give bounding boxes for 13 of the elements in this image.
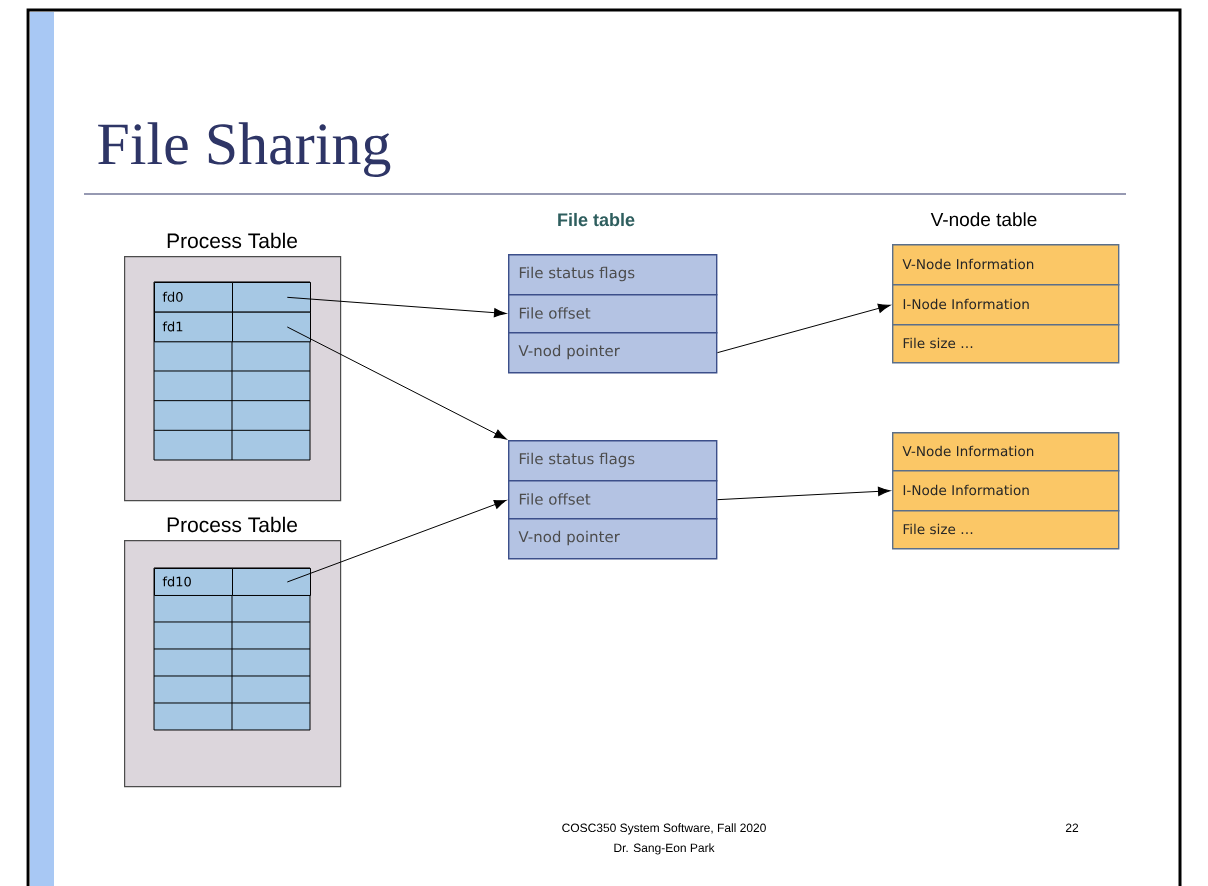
heading: V-node table [930,212,1037,227]
node-label: Process Table [167,232,297,249]
arrow [286,296,507,318]
table-cell [232,282,311,313]
arrow [286,326,507,440]
arrow [286,499,507,583]
heading: File table [558,212,635,227]
title: File Sharing [98,122,391,177]
node-label: Process Table [167,516,297,533]
table-cell [232,568,311,596]
arrow [716,486,891,501]
arrow [716,303,891,354]
table-cell [232,311,311,343]
